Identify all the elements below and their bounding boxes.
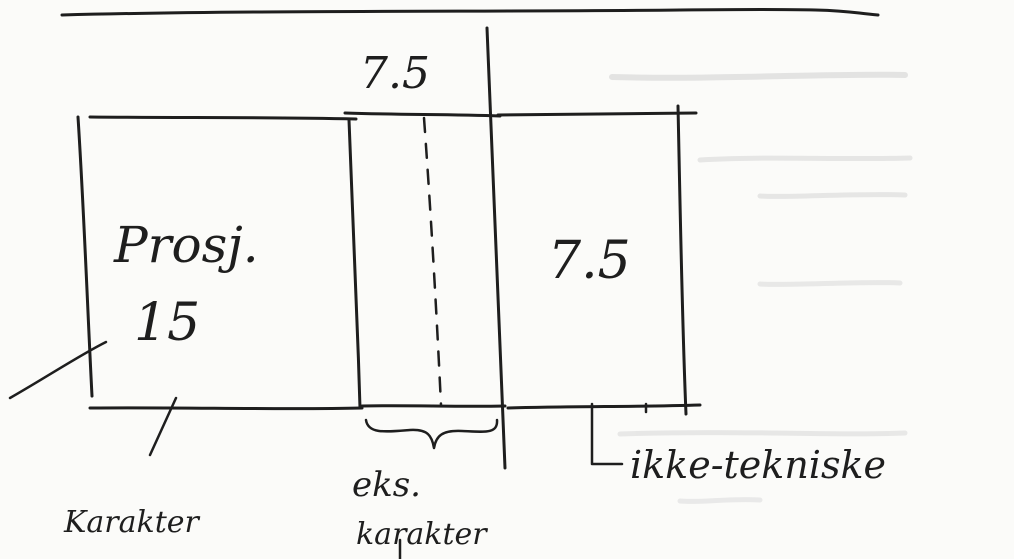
middle-brace <box>364 418 499 450</box>
top-rule-line <box>60 7 880 17</box>
left-box-word: Prosj. <box>113 216 259 274</box>
bleed-through-marks <box>609 71 913 504</box>
caption-middle-line2: karakter <box>356 517 488 552</box>
top-value-label: 7.5 <box>360 48 430 99</box>
caption-left: Karakter <box>63 505 201 540</box>
bottom-left-tick-line <box>148 396 178 457</box>
caption-middle-line1: eks. <box>352 465 421 505</box>
right-box-value: 7.5 <box>548 231 631 291</box>
vertical-divider-line <box>485 26 507 470</box>
left-box <box>76 115 364 411</box>
middle-box <box>343 111 507 410</box>
right-caption-bracket <box>590 402 624 466</box>
caption-right: ikke-tekniske <box>630 443 886 487</box>
left-pointer-line <box>8 340 108 400</box>
left-box-value: 15 <box>134 293 200 353</box>
dashed-divider-line <box>422 116 443 407</box>
right-box <box>496 104 702 416</box>
